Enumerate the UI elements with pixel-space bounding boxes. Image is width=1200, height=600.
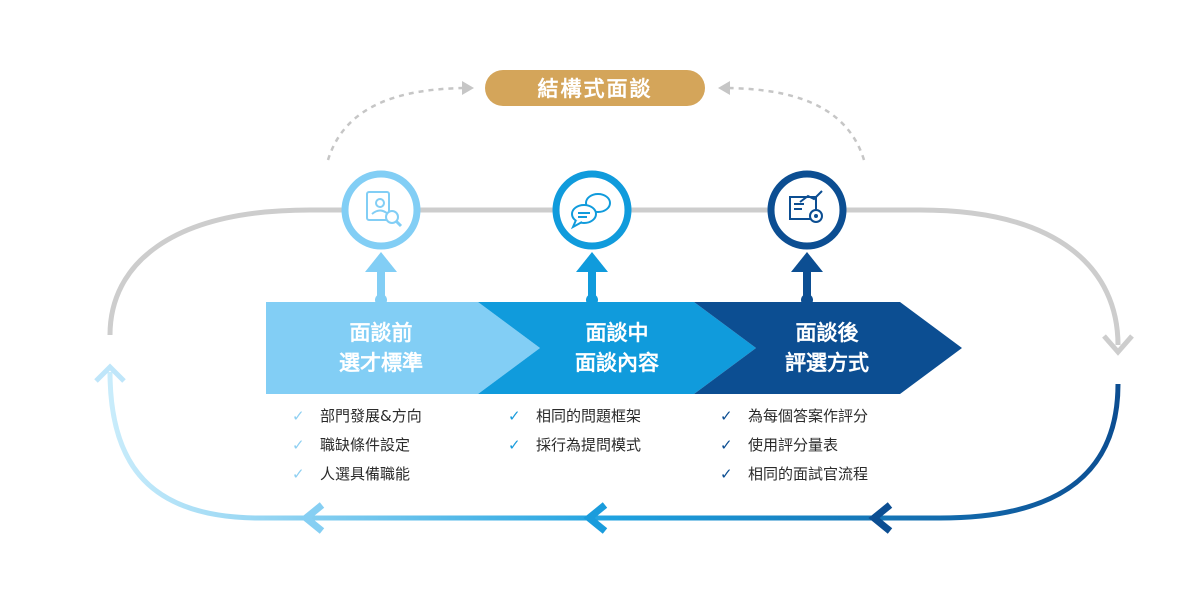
list-item: ✓ 職缺條件設定 (292, 431, 422, 460)
stage-label-during-line2: 面談內容 (575, 351, 659, 375)
top-loop-arrowhead (1102, 334, 1134, 356)
stage-label-after-line2: 評選方式 (785, 351, 869, 375)
list-item-text: 人選具備職能 (320, 465, 411, 483)
connector-3 (791, 252, 823, 306)
list-item: ✓ 採行為提問模式 (508, 431, 641, 460)
candidate-search-icon (341, 170, 421, 250)
list-item-text: 採行為提問模式 (536, 436, 642, 454)
connector-1 (365, 252, 397, 306)
checklist-before: ✓ 部門發展&方向 ✓ 職缺條件設定 ✓ 人選具備職能 (292, 402, 422, 489)
analytics-report-icon (767, 170, 847, 250)
bottom-arrow-chevron-2 (583, 502, 608, 534)
stage-band-2 (478, 302, 756, 394)
bottom-loop-line (107, 371, 1121, 521)
stage-label-after: 面談後 評選方式 (752, 318, 902, 378)
check-icon: ✓ (720, 465, 733, 483)
check-icon: ✓ (292, 465, 305, 483)
stage-label-during-line1: 面談中 (585, 321, 649, 345)
chat-bubbles-icon (552, 170, 632, 250)
checklist-after: ✓ 為每個答案作評分 ✓ 使用評分量表 ✓ 相同的面試官流程 (720, 402, 868, 489)
list-item-text: 部門發展&方向 (320, 407, 422, 425)
list-item: ✓ 為每個答案作評分 (720, 402, 868, 431)
list-item: ✓ 部門發展&方向 (292, 402, 422, 431)
structured-interview-title: 結構式面談 (485, 70, 705, 106)
bottom-loop-arrowhead-left (94, 363, 126, 383)
checklist-during: ✓ 相同的問題框架 ✓ 採行為提問模式 (508, 402, 641, 460)
bottom-arrow-chevron-3 (300, 502, 325, 534)
list-item: ✓ 相同的問題框架 (508, 402, 641, 431)
list-item-text: 為每個答案作評分 (748, 407, 869, 425)
stage-label-before: 面談前 選才標準 (306, 318, 456, 378)
list-item: ✓ 相同的面試官流程 (720, 460, 868, 489)
stage-band-3 (694, 302, 962, 394)
dashed-arrowhead-right (718, 81, 730, 95)
list-item-text: 職缺條件設定 (320, 436, 411, 454)
stage-label-before-line1: 面談前 (349, 321, 413, 345)
dashed-arc-right (721, 86, 866, 161)
connector-2 (576, 252, 608, 306)
check-icon: ✓ (720, 436, 733, 454)
bottom-arrow-chevron-1 (868, 502, 893, 534)
stage-label-after-line1: 面談後 (795, 321, 859, 345)
check-icon: ✓ (508, 407, 521, 425)
dashed-arrowhead-left (462, 81, 474, 95)
check-icon: ✓ (292, 436, 305, 454)
stage-band-1 (266, 302, 540, 394)
stage-label-during: 面談中 面談內容 (542, 318, 692, 378)
list-item: ✓ 人選具備職能 (292, 460, 422, 489)
check-icon: ✓ (720, 407, 733, 425)
list-item-text: 相同的面試官流程 (748, 465, 869, 483)
list-item-text: 使用評分量表 (748, 436, 839, 454)
check-icon: ✓ (508, 436, 521, 454)
stage-label-before-line2: 選才標準 (339, 351, 423, 375)
dashed-arc-left (326, 86, 471, 161)
check-icon: ✓ (292, 407, 305, 425)
list-item: ✓ 使用評分量表 (720, 431, 868, 460)
list-item-text: 相同的問題框架 (536, 407, 642, 425)
